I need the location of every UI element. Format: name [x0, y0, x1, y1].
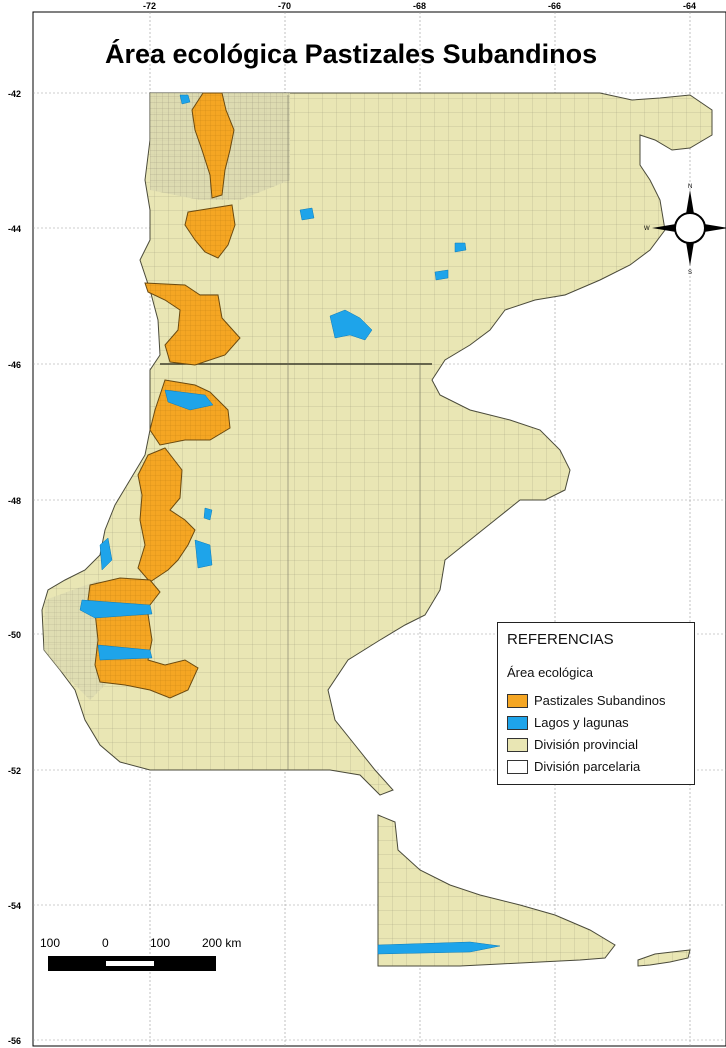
longitude-label: -70	[278, 1, 291, 11]
scale-label: 200 km	[202, 936, 242, 950]
compass-west-label: W	[644, 226, 650, 232]
legend-swatch	[507, 760, 528, 774]
longitude-label: -66	[548, 1, 561, 11]
latitude-label: -48	[8, 496, 21, 506]
longitude-label: -64	[683, 1, 696, 11]
longitude-label: -72	[143, 1, 156, 11]
map-title: Área ecológica Pastizales Subandinos	[105, 38, 597, 69]
legend: REFERENCIAS Área ecológica Pastizales Su…	[497, 622, 695, 785]
scale-label: 100	[150, 936, 171, 950]
latitude-labels: -42 -44 -46 -48 -50 -52 -54 -56	[8, 89, 21, 1046]
legend-label: Pastizales Subandinos	[534, 693, 666, 708]
legend-label: División provincial	[534, 737, 639, 752]
legend-label: División parcelaria	[534, 759, 641, 774]
legend-swatch	[507, 694, 528, 708]
island	[637, 949, 691, 967]
legend-item: División parcelaria	[507, 759, 687, 777]
latitude-label: -54	[8, 901, 21, 911]
legend-title: REFERENCIAS	[507, 631, 614, 648]
legend-subtitle: Área ecológica	[507, 665, 593, 680]
lakes-and-lagoons	[79, 94, 501, 955]
scale-bar	[48, 956, 216, 971]
compass-north-label: N	[688, 184, 692, 190]
longitude-labels: -72 -70 -68 -66 -64	[143, 1, 696, 11]
latitude-label: -52	[8, 766, 21, 776]
latitude-label: -44	[8, 224, 21, 234]
legend-item: Lagos y lagunas	[507, 715, 687, 733]
legend-item: División provincial	[507, 737, 687, 755]
legend-label: Lagos y lagunas	[534, 715, 629, 730]
latitude-label: -56	[8, 1036, 21, 1046]
scale-label: 100	[40, 936, 61, 950]
scale-label: 0	[102, 936, 109, 950]
legend-swatch	[507, 716, 528, 730]
latitude-label: -42	[8, 89, 21, 99]
province-tierra-del-fuego	[377, 814, 616, 967]
compass-rose-icon: N S W E	[644, 184, 726, 276]
longitude-label: -68	[413, 1, 426, 11]
province-mainland	[41, 92, 713, 796]
compass-south-label: S	[688, 270, 692, 276]
latitude-label: -46	[8, 360, 21, 370]
legend-swatch	[507, 738, 528, 752]
latitude-label: -50	[8, 630, 21, 640]
legend-item: Pastizales Subandinos	[507, 693, 687, 711]
